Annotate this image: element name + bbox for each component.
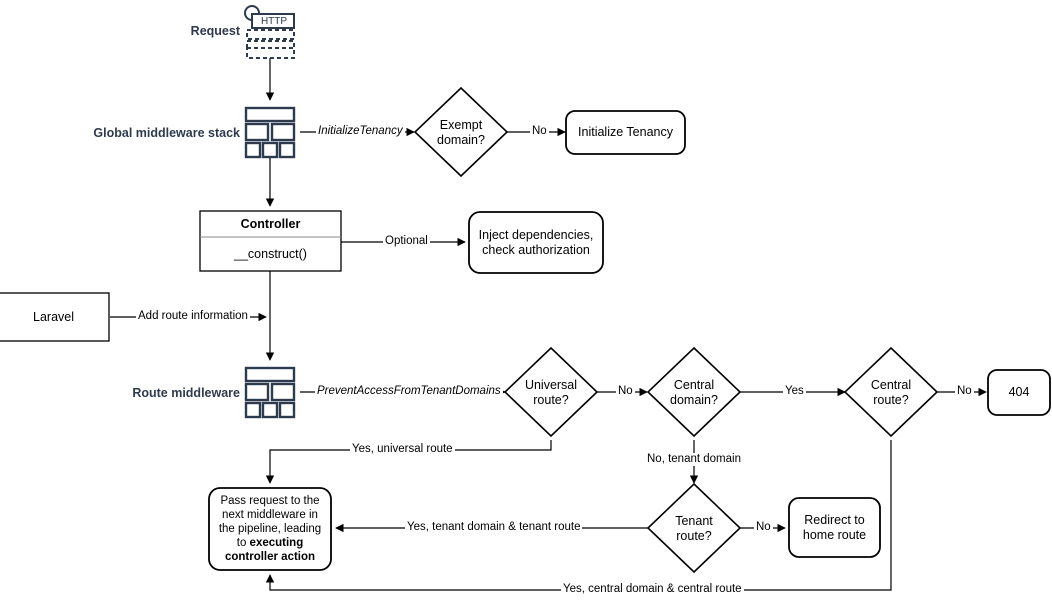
- node-redirect-home-label[interactable]: Redirect to home route: [789, 498, 880, 557]
- edge-label-exempt-no: No: [530, 125, 549, 138]
- edge-label-universal-no: No: [616, 385, 635, 398]
- central-domain-line1: Central: [673, 378, 715, 392]
- universal-route-line1: Universal: [524, 378, 578, 392]
- http-icon-caption: HTTP: [260, 15, 288, 27]
- inject-dependencies-line2: check authorization: [482, 242, 590, 257]
- edge-label-add-route-information: Add route information: [136, 310, 250, 323]
- tenant-route-line1: Tenant: [675, 514, 713, 528]
- edge-label-tenant-yes: Yes, tenant domain & tenant route: [405, 521, 583, 534]
- node-laravel-label[interactable]: Laravel: [33, 309, 74, 324]
- exempt-domain-line2: domain?: [437, 133, 485, 147]
- node-pass-request-label[interactable]: Pass request to the next middleware in t…: [209, 488, 331, 570]
- pass-request-line5: controller action: [224, 551, 316, 563]
- node-404-label[interactable]: 404: [1008, 385, 1030, 399]
- node-central-domain-label[interactable]: Central domain?: [651, 370, 737, 416]
- route-middleware-stack-icon-shape: [244, 366, 296, 419]
- central-domain-line2: domain?: [670, 393, 718, 407]
- universal-route-line2: route?: [533, 393, 569, 407]
- pass-request-line3: the pipeline, leading: [218, 523, 322, 535]
- edge-label-universal-yes: Yes, universal route: [350, 443, 455, 456]
- node-controller-title[interactable]: Controller: [240, 216, 301, 231]
- edge-label-central-route-no: No: [955, 385, 974, 398]
- tenant-route-line2: route?: [676, 529, 712, 543]
- node-exempt-domain-label[interactable]: Exempt domain?: [418, 110, 504, 156]
- edge-label-tenant-route-no: No: [754, 521, 773, 534]
- node-controller-method[interactable]: __construct(): [234, 246, 307, 261]
- node-central-route-label[interactable]: Central route?: [848, 370, 934, 416]
- global-middleware-stack-icon-shape: [244, 106, 296, 159]
- edge-label-initialize-tenancy: InitializeTenancy: [316, 125, 405, 138]
- pass-request-line1: Pass request to the: [220, 495, 320, 507]
- redirect-home-line1: Redirect to: [804, 512, 865, 527]
- edge-label-optional: Optional: [383, 235, 430, 248]
- pass-request-line2: next middleware in: [222, 509, 318, 521]
- edge-label-no-tenant-domain: No, tenant domain: [645, 453, 743, 466]
- label-request: Request: [190, 24, 240, 38]
- node-tenant-route-label[interactable]: Tenant route?: [651, 506, 737, 552]
- pass-request-line4-bold: executing: [249, 537, 304, 549]
- exempt-domain-line1: Exempt: [439, 118, 483, 132]
- edge-label-central-yes: Yes, central domain & central route: [561, 583, 744, 596]
- node-initialize-tenancy-label[interactable]: Initialize Tenancy: [578, 125, 673, 139]
- pass-request-line4: to executing: [237, 536, 303, 550]
- edge-label-central-domain-yes: Yes: [783, 385, 806, 398]
- label-global-middleware-stack: Global middleware stack: [93, 126, 240, 140]
- label-route-middleware: Route middleware: [132, 386, 240, 400]
- central-route-line2: route?: [873, 393, 909, 407]
- pass-request-line4-prefix: to: [236, 537, 250, 549]
- node-inject-dependencies-label[interactable]: Inject dependencies, check authorization: [469, 212, 603, 273]
- node-universal-route-label[interactable]: Universal route?: [508, 370, 594, 416]
- redirect-home-line2: home route: [802, 527, 867, 542]
- inject-dependencies-line1: Inject dependencies,: [478, 227, 594, 242]
- edge-label-prevent-access: PreventAccessFromTenantDomains: [315, 385, 503, 398]
- central-route-line1: Central: [870, 378, 912, 392]
